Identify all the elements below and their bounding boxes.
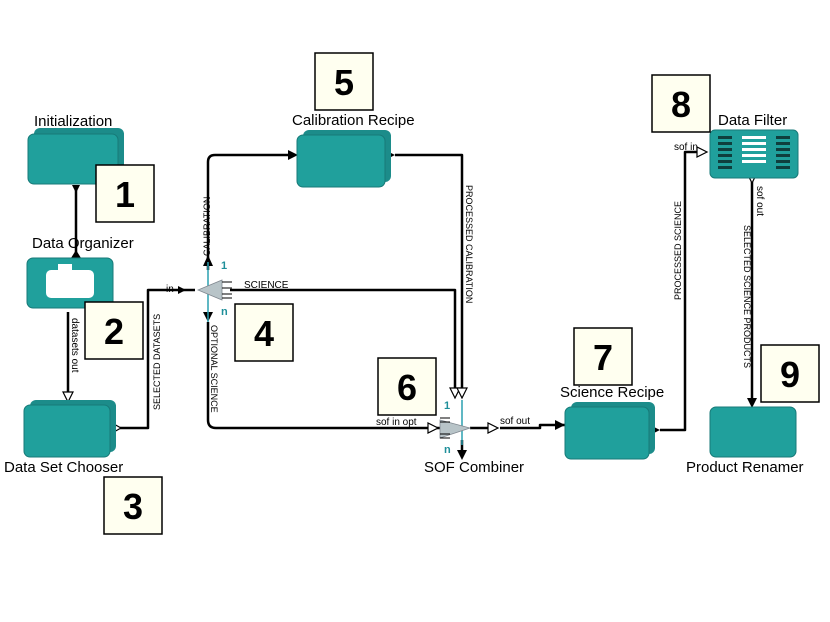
step-box-1: 1 [95, 164, 155, 223]
port-in-label: in [166, 284, 174, 295]
edge-calibration-label: CALIBRATION [202, 197, 212, 256]
step-box-2: 2 [84, 301, 144, 360]
product-renamer-label: Product Renamer [686, 459, 804, 476]
data-organizer-label: Data Organizer [32, 235, 134, 252]
organizer-tab-icon [58, 264, 72, 272]
port-sof-in-label: sof in [674, 142, 698, 153]
data-set-chooser-actor[interactable] [23, 400, 116, 458]
step-box-4: 4 [234, 303, 294, 362]
step-number-5: 5 [334, 62, 354, 103]
step-number-6: 6 [397, 367, 417, 408]
data-organizer-actor[interactable] [26, 257, 114, 309]
edge-selected-datasets-label: SELECTED DATASETS [152, 314, 162, 410]
filter-bars-icon [718, 136, 790, 169]
splitter-actor[interactable] [196, 262, 232, 322]
step-number-8: 8 [671, 84, 691, 125]
calibration-recipe-label: Calibration Recipe [292, 112, 415, 129]
step-number-1: 1 [115, 174, 135, 215]
calibration-recipe-actor[interactable] [296, 130, 391, 188]
step-box-9: 9 [760, 344, 820, 403]
step-number-7: 7 [593, 337, 613, 378]
port-sof-out-label: sof out [500, 416, 530, 427]
data-filter-actor[interactable] [709, 129, 799, 179]
initialization-label: Initialization [34, 113, 112, 130]
splitter-n-label: n [221, 306, 228, 318]
wire-combiner-to-science [470, 423, 565, 430]
arrowheads [62, 146, 758, 460]
combiner-one-label: 1 [444, 400, 450, 412]
wire-optional-science [206, 322, 440, 430]
step-box-7: 7 [573, 327, 633, 386]
sof-combiner-label: SOF Combiner [424, 459, 524, 476]
step-box-5: 5 [314, 52, 374, 111]
edge-optional-science-label: OPTIONAL SCIENCE [209, 325, 219, 413]
product-renamer-actor[interactable] [709, 406, 797, 458]
science-recipe-label: Science Recipe [560, 384, 664, 401]
port-sof-out-vertical-label: sof out [754, 186, 765, 216]
wire-calibration-to-combiner [395, 153, 464, 392]
wire-science-to-filter [660, 150, 700, 432]
edge-selected-science-products-label: SELECTED SCIENCE PRODUCTS [742, 225, 752, 368]
step-number-9: 9 [780, 354, 800, 395]
science-recipe-actor[interactable] [564, 402, 655, 460]
port-sof-in-opt-label: sof in opt [376, 417, 417, 428]
edge-datasets-out-label: datasets out [69, 318, 80, 373]
wire-splitter-to-calibration [206, 153, 290, 270]
step-box-6: 6 [377, 357, 437, 416]
step-number-3: 3 [123, 486, 143, 527]
wire-splitter-science [230, 288, 457, 392]
edge-processed-calibration-label: PROCESSED CALIBRATION [464, 185, 474, 303]
sof-combiner-actor[interactable] [439, 400, 472, 445]
step-number-4: 4 [254, 313, 274, 354]
edge-processed-science-label: PROCESSED SCIENCE [673, 201, 683, 300]
step-box-3: 3 [103, 476, 163, 535]
filter-white-bars-icon [742, 136, 766, 163]
step-box-8: 8 [651, 74, 711, 133]
organizer-icon [46, 270, 94, 298]
data-filter-label: Data Filter [718, 112, 787, 129]
combiner-n-label: n [444, 444, 451, 456]
splitter-one-label: 1 [221, 260, 227, 272]
port-science-label: SCIENCE [244, 280, 289, 291]
step-number-2: 2 [104, 311, 124, 352]
data-set-chooser-label: Data Set Chooser [4, 459, 123, 476]
